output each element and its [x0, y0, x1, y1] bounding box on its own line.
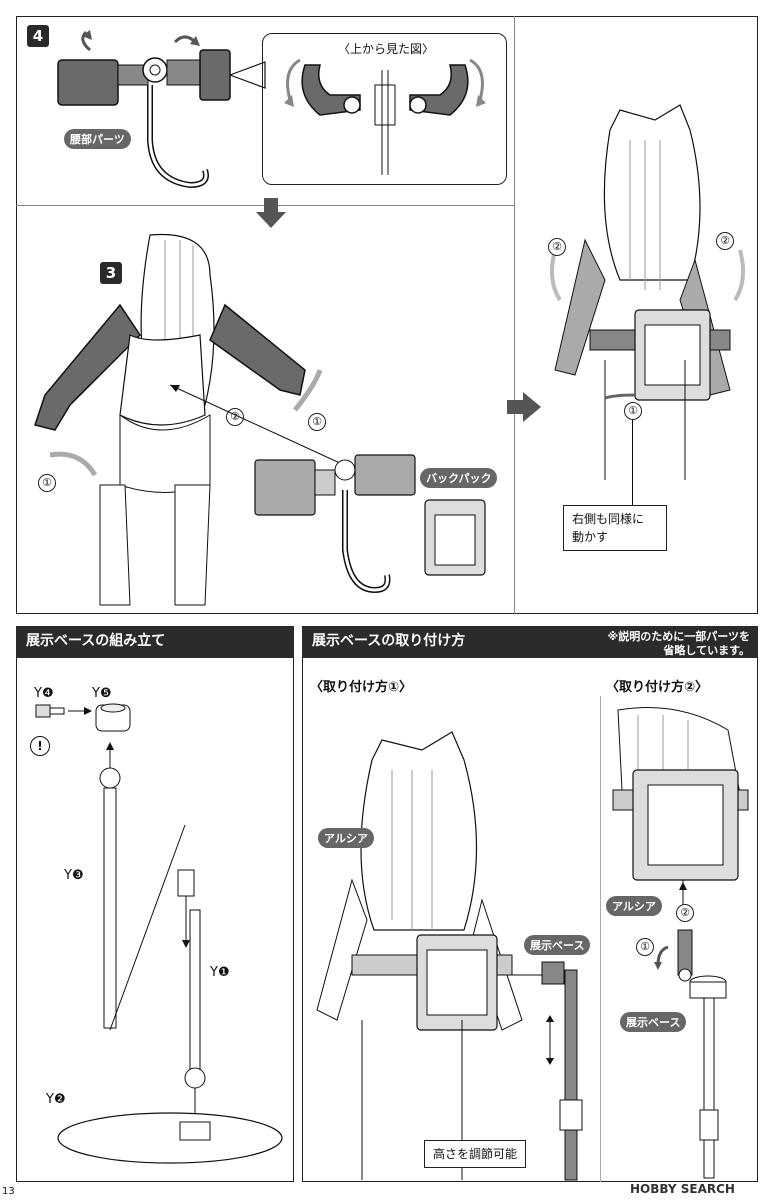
part-y4-label: Y❹ [34, 686, 54, 701]
step-4-badge: 4 [27, 25, 49, 47]
top-view-illustration [284, 58, 486, 175]
step-mark-1-right: ① [308, 413, 326, 431]
note-pointer [632, 420, 633, 505]
part-y5-label: Y❺ [92, 686, 112, 701]
hobby-search-watermark: HOBBY SEARCH [630, 1182, 735, 1196]
step-mark-2-method-2: ② [676, 904, 694, 922]
height-adjust-note: 高さを調節可能 [424, 1140, 527, 1168]
right-arrow [507, 392, 541, 422]
page-number: 13 [2, 1186, 15, 1197]
arushia-label-method-1: アルシア [318, 828, 374, 848]
waist-parts-illustration [57, 30, 231, 189]
callout-pointer [229, 61, 266, 89]
down-arrow [256, 198, 286, 228]
top-view-box [262, 33, 507, 185]
right-side-note: 右側も同様に 動かす [563, 505, 667, 551]
base-attach-header: 展示ベースの取り付け方 [302, 626, 758, 658]
backpack-label: バックパック [420, 468, 498, 488]
method-1-figure-illustration [316, 731, 583, 1181]
right-side-note-line2: 動かす [572, 530, 609, 544]
omission-note: ※説明のために一部パーツを 省略しています。 [560, 630, 750, 658]
step-mark-2-right: ② [716, 232, 734, 250]
waist-parts-label: 腰部パーツ [64, 129, 131, 149]
method-divider [600, 696, 601, 1182]
part-y3-label: Y❸ [64, 868, 84, 883]
step-3-badge: 3 [100, 262, 122, 284]
method-2-figure-illustration [612, 707, 749, 1179]
arushia-label-method-2: アルシア [606, 896, 662, 916]
step-mark-2-left: ② [548, 238, 566, 256]
part-y2-label: Y❷ [46, 1092, 66, 1107]
display-base-label-method-2: 展示ベース [620, 1012, 687, 1032]
step-mark-1-right-figure: ① [624, 402, 642, 420]
warning-icon: ! [30, 736, 50, 756]
base-assembly-header: 展示ベースの組み立て [16, 626, 294, 658]
attach-line [169, 384, 356, 471]
method-2-title: 〈取り付け方②〉 [606, 680, 709, 695]
figure-with-backpack-illustration [549, 104, 746, 480]
method-1-title: 〈取り付け方①〉 [310, 680, 413, 695]
omission-note-line1: ※説明のために一部パーツを [607, 630, 750, 643]
waist-backpack-illustration [254, 454, 486, 594]
omission-note-line2: 省略しています。 [663, 644, 750, 657]
display-base-label-method-1: 展示ベース [524, 935, 591, 955]
screw-and-cap-illustration [35, 703, 131, 732]
base-assembly-frame [16, 626, 294, 1182]
part-y1-label: Y❶ [210, 965, 230, 980]
step-mark-1-method-2: ① [636, 938, 654, 956]
step-mark-1-left: ① [38, 474, 56, 492]
right-side-note-line1: 右側も同様に [572, 512, 645, 526]
base-pole-illustration [57, 742, 283, 1164]
divider-vertical [514, 16, 515, 614]
top-view-label: 〈上から見た図〉 [338, 42, 435, 56]
figure-back-illustration [34, 233, 323, 606]
